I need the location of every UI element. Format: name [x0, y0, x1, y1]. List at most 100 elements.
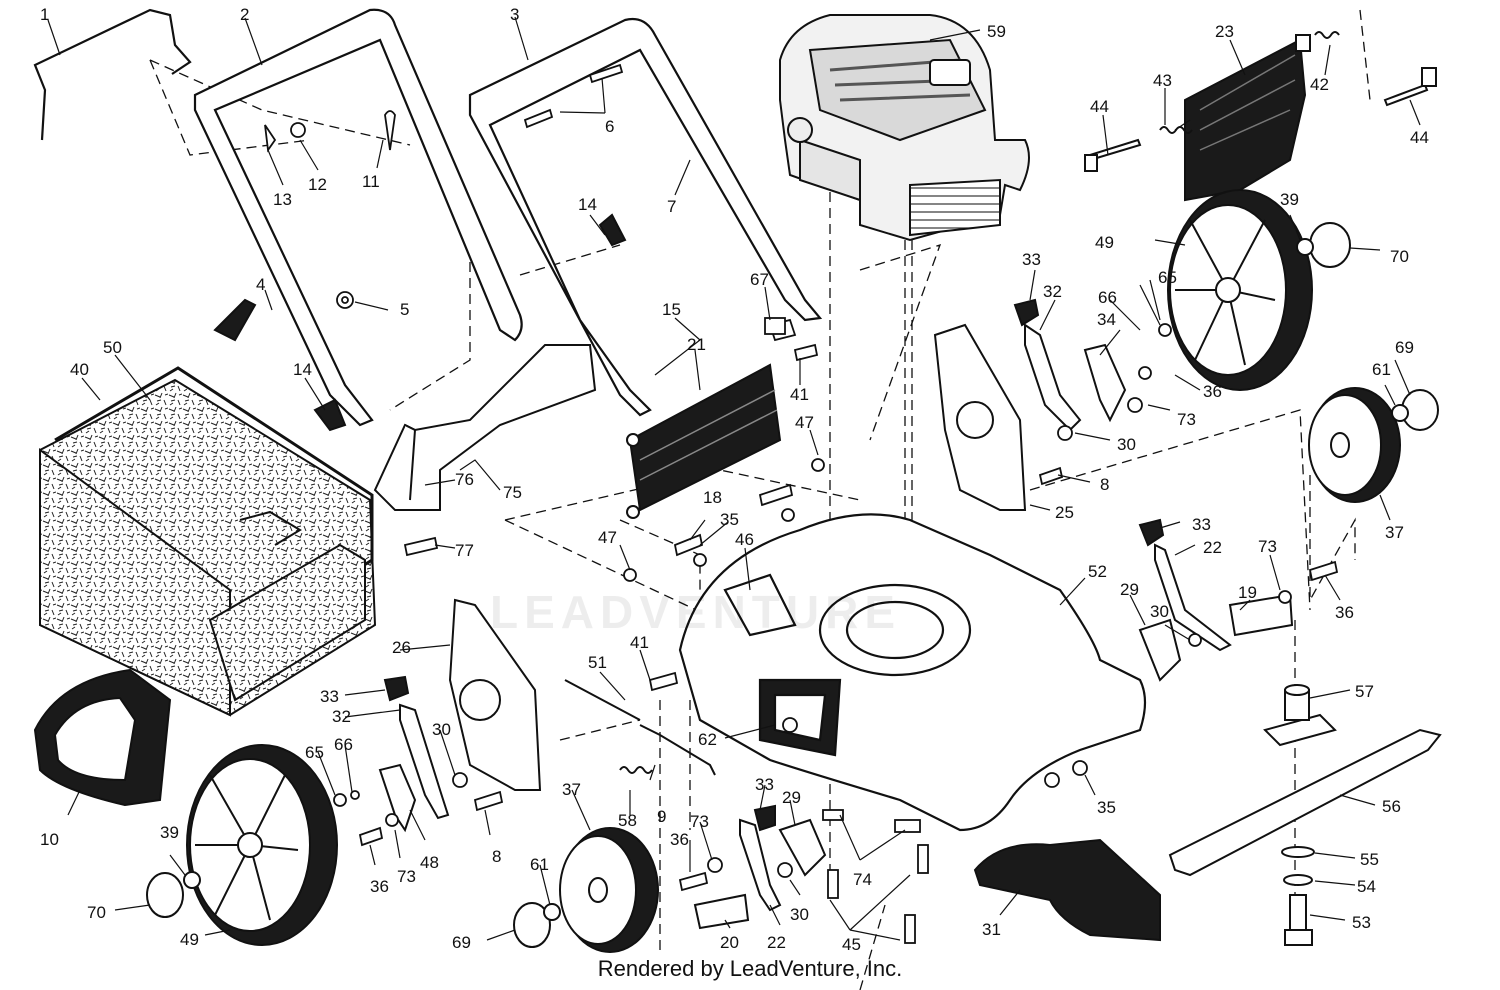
- callout-10: 10: [40, 830, 59, 849]
- callout-18: 18: [703, 488, 722, 507]
- callout-33a: 33: [1022, 250, 1041, 269]
- wheel-front-left: [559, 827, 659, 953]
- callout-47a: 47: [795, 413, 814, 432]
- callout-22a: 22: [1203, 538, 1222, 557]
- axle-rod-part: [564, 679, 716, 776]
- rear-door-part: [1184, 34, 1311, 202]
- callout-41b: 41: [630, 633, 649, 652]
- callout-66a: 66: [1098, 288, 1117, 307]
- callout-70a: 70: [1390, 247, 1409, 266]
- callout-9: 9: [657, 807, 666, 826]
- callout-32b: 32: [332, 707, 351, 726]
- callout-36d: 36: [670, 830, 689, 849]
- callout-20: 20: [720, 933, 739, 952]
- lever-knobs: [383, 298, 1165, 832]
- callout-3: 3: [510, 5, 519, 24]
- blade-part: [1168, 728, 1442, 877]
- callout-61b: 61: [530, 855, 549, 874]
- callout-77: 77: [455, 541, 474, 560]
- mulch-plug-part: [373, 344, 597, 511]
- callout-30d: 30: [790, 905, 809, 924]
- callout-45: 45: [842, 935, 861, 954]
- callout-26: 26: [392, 638, 411, 657]
- callout-4: 4: [256, 275, 265, 294]
- callout-44b: 44: [1410, 128, 1429, 147]
- callout-30b: 30: [1150, 602, 1169, 621]
- callout-2: 2: [240, 5, 249, 24]
- callout-59: 59: [987, 22, 1006, 41]
- callout-49a: 49: [1095, 233, 1114, 252]
- callout-30a: 30: [1117, 435, 1136, 454]
- engine-part: [779, 14, 1030, 242]
- handle-knobs: [213, 213, 627, 432]
- callout-29a: 29: [1120, 580, 1139, 599]
- callout-55: 55: [1360, 850, 1379, 869]
- callout-11: 11: [362, 172, 380, 191]
- callout-36b: 36: [1335, 603, 1354, 622]
- callout-62: 62: [698, 730, 717, 749]
- wheel-front-right: [1308, 387, 1401, 503]
- callout-35b: 35: [1097, 798, 1116, 817]
- wheel-rear-left: [186, 744, 338, 946]
- callout-75: 75: [503, 483, 522, 502]
- callout-52: 52: [1088, 562, 1107, 581]
- callout-46: 46: [735, 530, 754, 549]
- callout-57: 57: [1355, 682, 1374, 701]
- callout-22b: 22: [767, 933, 786, 952]
- callout-54: 54: [1357, 877, 1376, 896]
- callout-51: 51: [588, 653, 607, 672]
- callout-37a: 37: [1385, 523, 1404, 542]
- callout-14b: 14: [293, 360, 312, 379]
- callout-21: 21: [687, 335, 706, 354]
- rear-flap-part: [626, 363, 782, 519]
- callout-69b: 69: [452, 933, 471, 952]
- callout-35a: 35: [720, 510, 739, 529]
- footer-credit: Rendered by LeadVenture, Inc.: [597, 956, 903, 981]
- callout-36c: 36: [370, 877, 389, 896]
- callout-42: 42: [1310, 75, 1329, 94]
- callout-73b: 73: [1258, 537, 1277, 556]
- callout-39b: 39: [160, 823, 179, 842]
- callout-39a: 39: [1280, 190, 1299, 209]
- grass-bag-part: [39, 366, 377, 717]
- callout-44a: 44: [1090, 97, 1109, 116]
- callout-76: 76: [455, 470, 474, 489]
- adjuster-levers: [399, 323, 1232, 912]
- callout-65b: 65: [305, 743, 324, 762]
- callout-74: 74: [853, 870, 872, 889]
- callout-13: 13: [273, 190, 292, 209]
- callout-1: 1: [40, 5, 49, 24]
- callout-8b: 8: [492, 847, 501, 866]
- callout-48: 48: [420, 853, 439, 872]
- height-adjuster-brackets: [448, 323, 1027, 791]
- callout-58: 58: [618, 811, 637, 830]
- callout-5: 5: [400, 300, 409, 319]
- blade-bolt-washers: [1281, 846, 1315, 946]
- callout-34: 34: [1097, 310, 1116, 329]
- callout-33c: 33: [320, 687, 339, 706]
- bail-rod-part: [33, 8, 192, 141]
- callout-50: 50: [103, 338, 122, 357]
- leader-lines: [47, 16, 1421, 941]
- callout-65a: 65: [1158, 268, 1177, 287]
- deck-part: [678, 513, 1147, 832]
- callout-70b: 70: [87, 903, 106, 922]
- callout-73a: 73: [1177, 410, 1196, 429]
- callout-73d: 73: [690, 812, 709, 831]
- callout-8a: 8: [1100, 475, 1109, 494]
- watermark-text: LEADVENTURE: [490, 586, 902, 638]
- blade-adapter-part: [1263, 684, 1337, 747]
- callout-15: 15: [662, 300, 681, 319]
- side-discharge-cover-part: [33, 668, 172, 807]
- callout-32a: 32: [1043, 282, 1062, 301]
- callout-33b: 33: [1192, 515, 1211, 534]
- callout-25: 25: [1055, 503, 1074, 522]
- callout-7: 7: [667, 197, 676, 216]
- fasteners: [264, 63, 1339, 944]
- wheel-nuts: [183, 238, 1409, 921]
- callout-69a: 69: [1395, 338, 1414, 357]
- gear-plates: [778, 618, 1182, 877]
- callout-23: 23: [1215, 22, 1234, 41]
